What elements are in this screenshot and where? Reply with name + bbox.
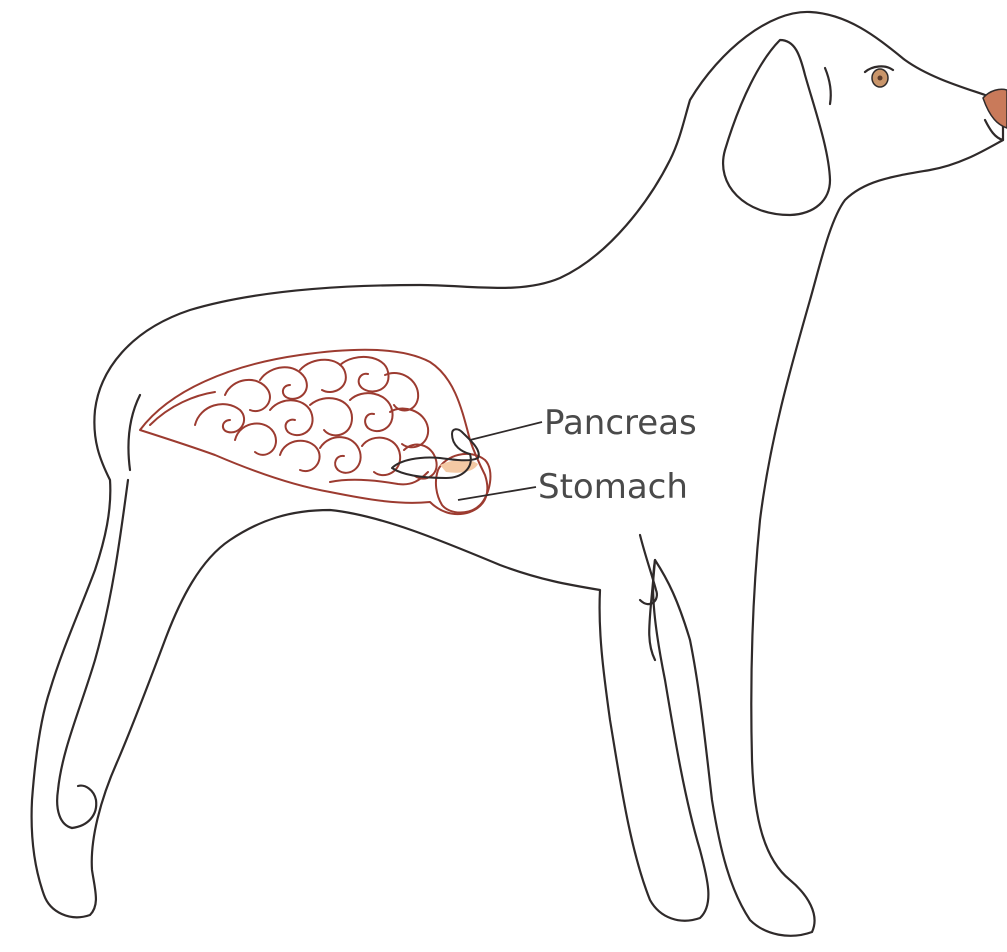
eye-pupil	[878, 76, 883, 81]
dog-silhouette	[32, 12, 1003, 936]
intestine-coil-3	[260, 367, 307, 399]
pancreas-leader-line	[470, 422, 542, 440]
intestine-coil-12	[280, 441, 320, 471]
intestine-coil-9	[310, 398, 352, 435]
intestine-coil-5	[340, 357, 389, 392]
pancreas-label: Pancreas	[544, 403, 697, 443]
ear-fold-line	[825, 68, 831, 104]
intestine-coil-10	[350, 393, 393, 431]
intestine-coil-7	[235, 424, 276, 455]
hind-paw-line	[72, 786, 96, 828]
dog-outline	[32, 12, 1003, 936]
intestine-coil-8	[270, 400, 313, 435]
stomach-label: Stomach	[538, 467, 688, 507]
intestine-coil-1	[195, 404, 244, 432]
intestine-coil-13	[320, 437, 361, 473]
intestine-coil-2	[225, 380, 270, 411]
intestine-coil-11	[390, 409, 428, 448]
hind-leg-inner-line	[57, 480, 128, 828]
dog-eye	[865, 66, 893, 87]
stomach-leader-line	[458, 487, 536, 500]
dog-ear	[723, 40, 830, 215]
hip-fold-line	[128, 395, 140, 470]
intestine-coil-15	[404, 445, 437, 479]
